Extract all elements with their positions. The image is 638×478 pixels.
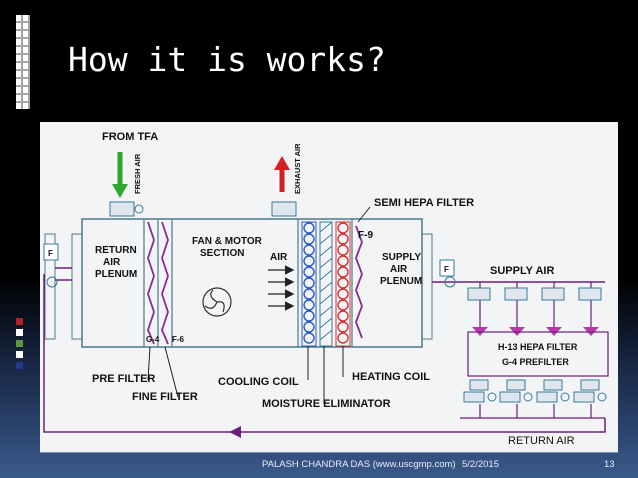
decor-square-green xyxy=(16,340,23,347)
moisture-eliminator-label: MOISTURE ELIMINATOR xyxy=(262,398,391,410)
ahu-diagram-panel: FROM TFA FRESH AIR EXHAUST AIR SEMI HEPA… xyxy=(40,122,618,452)
f-left-label: F xyxy=(48,249,53,258)
footer-date: 5/2/2015 xyxy=(462,459,499,470)
heating-coil-label: HEATING COIL xyxy=(352,371,430,383)
decor-square-red xyxy=(16,318,23,325)
fresh-air-label: FRESH AIR xyxy=(133,153,142,194)
heating-coil-icon xyxy=(335,221,351,347)
air-label: AIR xyxy=(270,252,288,263)
fine-filter-label: FINE FILTER xyxy=(132,391,198,403)
return-air-plenum-line3: PLENUM xyxy=(95,269,137,280)
decor-square-white xyxy=(16,329,23,336)
f9-label: F-9 xyxy=(358,230,373,241)
decor-square-blue xyxy=(16,362,23,369)
cooling-coil-label: COOLING COIL xyxy=(218,376,299,388)
return-air-plenum-line1: RETURN xyxy=(95,245,137,256)
slide-title: How it is works? xyxy=(68,40,386,79)
g4-prefilter-label: G-4 PREFILTER xyxy=(502,357,569,367)
pre-filter-label: PRE FILTER xyxy=(92,373,155,385)
from-tfa-label: FROM TFA xyxy=(102,131,158,143)
ahu-diagram: FROM TFA FRESH AIR EXHAUST AIR SEMI HEPA… xyxy=(43,131,609,447)
supply-air-plenum-line1: SUPPLY xyxy=(382,252,421,263)
g4-label: G-4 xyxy=(146,335,160,344)
supply-air-label: SUPPLY AIR xyxy=(490,265,554,277)
footer-author: PALASH CHANDRA DAS (www.uscgmp.com) xyxy=(262,459,456,470)
f-right-label: F xyxy=(444,265,449,274)
fan-motor-line1: FAN & MOTOR xyxy=(192,236,263,247)
return-air-duct xyxy=(43,274,606,433)
footer-page-number: 13 xyxy=(604,459,615,470)
exhaust-air-label: EXHAUST AIR xyxy=(293,143,302,194)
fan-icon xyxy=(202,287,232,317)
exhaust-air-damper xyxy=(271,201,297,217)
fresh-air-damper xyxy=(109,201,135,217)
f6-filter-media xyxy=(161,221,169,345)
cooling-coil-icon xyxy=(301,221,317,347)
decor-square-white-2 xyxy=(16,351,23,358)
footer-separator xyxy=(40,452,618,453)
supply-air-plenum-line3: PLENUM xyxy=(380,276,422,287)
moisture-eliminator-icon xyxy=(319,221,333,347)
supply-branches xyxy=(479,282,592,327)
semi-hepa-filter-label: SEMI HEPA FILTER xyxy=(374,197,474,209)
f6-label: F-6 xyxy=(172,335,185,344)
clean-room-box xyxy=(467,331,609,377)
supply-air-plenum-line2: AIR xyxy=(390,264,408,275)
f9-filter-media xyxy=(355,225,363,339)
fan-motor-line2: SECTION xyxy=(200,248,244,259)
corner-decoration xyxy=(16,15,30,109)
h13-hepa-filter-label: H-13 HEPA FILTER xyxy=(498,342,578,352)
return-air-label: RETURN AIR xyxy=(508,435,575,447)
return-air-plenum-line2: AIR xyxy=(103,257,121,268)
g4-filter-media xyxy=(147,221,155,345)
